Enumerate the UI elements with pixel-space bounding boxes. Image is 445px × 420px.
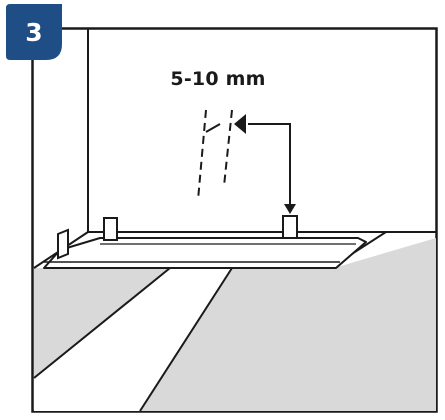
floor-diagonal-1 xyxy=(33,267,171,379)
floor-white-strip xyxy=(34,268,232,411)
triangle-arrow-icon xyxy=(234,114,246,134)
gap-dashed-line-left xyxy=(197,109,207,201)
step-badge-shape xyxy=(6,4,62,60)
step-badge: 3 xyxy=(6,4,62,60)
gap-measurement-label: 5-10 mm xyxy=(170,68,266,90)
spacer-wedge-icon xyxy=(57,228,69,260)
leader-arrowhead-icon xyxy=(284,204,296,214)
leader-line xyxy=(248,123,291,208)
gap-dashed-line-right xyxy=(223,109,233,187)
diagram-frame xyxy=(31,27,438,413)
floor-plank xyxy=(43,237,367,269)
step-number: 3 xyxy=(25,17,43,47)
spacer-wedge-icon xyxy=(103,217,118,241)
gap-tick xyxy=(205,123,221,133)
floor-diagonal-2 xyxy=(139,267,233,412)
spacer-wedge-icon xyxy=(282,215,298,239)
